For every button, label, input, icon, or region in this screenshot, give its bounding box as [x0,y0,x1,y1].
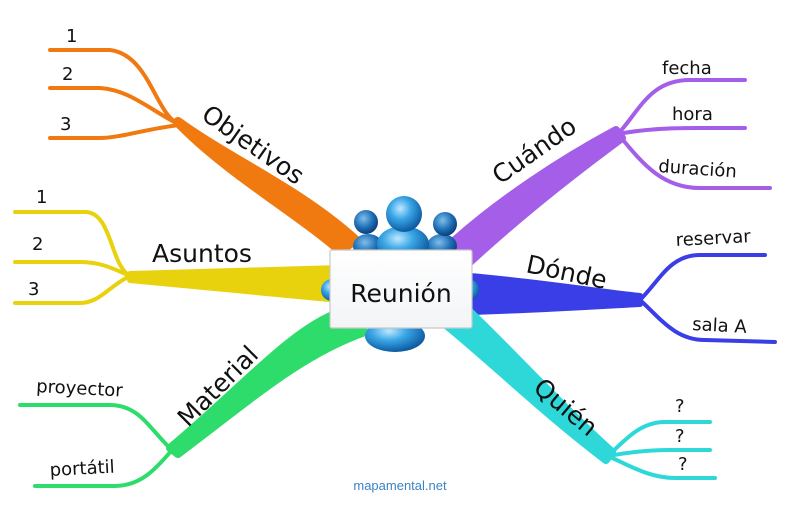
branch-asuntos-trunk [130,268,340,300]
branch-quien-sub-2-label: ? [675,426,685,447]
branch-asuntos-sub-2 [15,262,130,276]
branch-cuando-sub-2-label: hora [672,104,713,125]
branch-cuando-sub-1-label: fecha [662,58,712,79]
branch-quien-sub-3-label: ? [678,454,688,475]
branch-objetivos-sub-1-label: 1 [66,26,77,47]
branch-material-sub-1-label: proyector [36,376,124,402]
credit-text: mapamental.net [0,478,800,493]
branch-asuntos-sub-1-label: 1 [36,187,47,208]
branch-asuntos-sub-3-label: 3 [28,279,39,300]
branch-quien-sub-3 [608,456,715,478]
branch-quien[interactable]: Quién ? ? ? [440,312,715,478]
branch-cuando-sub-2 [618,128,745,134]
branch-material[interactable]: Material proyector portátil [20,312,365,486]
branch-material-sub-1 [20,405,172,450]
branch-objetivos-sub-3-label: 3 [60,114,71,135]
central-topic-label: Reunión [350,279,451,308]
branch-objetivos-sub-2-label: 2 [62,64,73,85]
branch-donde-sub-1-label: reservar [675,226,752,251]
branch-quien-sub-2 [608,450,710,456]
branch-quien-sub-1-label: ? [675,396,685,417]
branch-donde-sub-1 [640,255,765,300]
branch-cuando-sub-3-label: duración [658,156,738,182]
branch-asuntos-label: Asuntos [152,239,252,268]
branch-asuntos-sub-2-label: 2 [32,234,43,255]
branch-donde-sub-2-label: sala A [692,314,748,338]
branch-donde[interactable]: Dónde reservar sala A [470,226,775,342]
